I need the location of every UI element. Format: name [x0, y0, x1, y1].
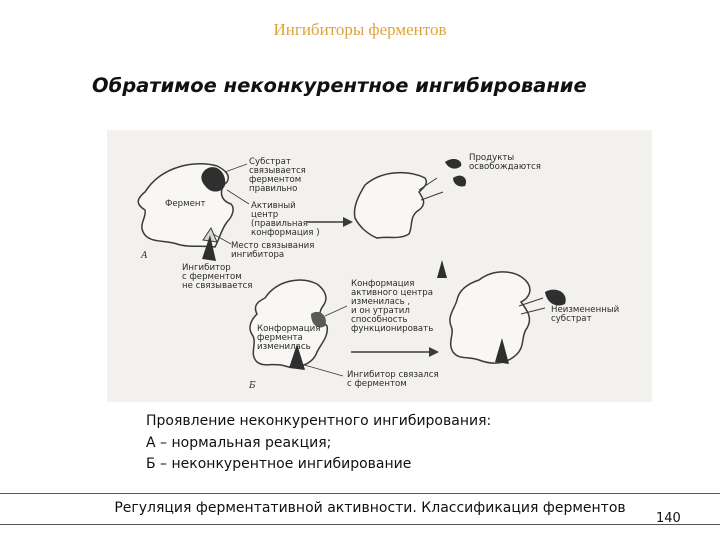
substrate-shape-a1 — [201, 167, 226, 192]
label-active-site: Активный центр (правильная конформация ) — [251, 201, 320, 238]
section-header: Ингибиторы ферментов — [273, 20, 447, 39]
unchanged-substrate-shape — [545, 289, 566, 306]
footer-rule-top — [0, 493, 720, 494]
page-number: 140 — [656, 511, 681, 526]
inhibition-diagram: Фермент Субстрат связывается ферментом п… — [137, 153, 622, 391]
inhibitor-free-a — [202, 235, 216, 261]
label-products: Продукты освобождаются — [469, 153, 541, 172]
product-piece-1 — [445, 159, 462, 169]
caption-line-1: Проявление неконкурентного ингибирования… — [146, 413, 492, 429]
enzyme-shape-b2 — [449, 271, 531, 364]
inhibition-figure: Фермент Субстрат связывается ферментом п… — [107, 130, 652, 402]
label-active-site-changed: Конформация активного центра изменилась … — [351, 279, 436, 334]
enzyme-shape-a2 — [353, 171, 428, 239]
panel-letter-a: А — [140, 251, 148, 261]
figure-caption: Проявление неконкурентного ингибирования… — [146, 411, 491, 476]
footer-title: Регуляция ферментативной активности. Кла… — [114, 500, 626, 516]
arrow-head-b — [429, 347, 439, 357]
slide-title: Обратимое неконкурентное ингибирование — [92, 74, 587, 97]
label-enzyme: Фермент — [165, 199, 206, 209]
label-inhibitor-site: Место связывания ингибитора — [231, 241, 317, 260]
arrow-head-a — [343, 217, 353, 227]
footer-rule-bottom — [0, 524, 720, 525]
label-inhibitor-free: Ингибитор с ферментом не связывается — [182, 263, 252, 291]
active-site-changed-b1 — [311, 311, 326, 328]
label-conformation-changed: Конформация фермента изменилась — [257, 324, 323, 352]
label-unchanged-substrate: Неизмененный субстрат — [551, 305, 622, 324]
inhibitor-free-a2 — [437, 260, 447, 278]
caption-line-2: А – нормальная реакция; — [146, 434, 332, 451]
panel-letter-b: Б — [248, 381, 256, 391]
inhibitor-bound-b1 — [289, 344, 305, 370]
label-substrate-note: Субстрат связывается ферментом правильно — [249, 157, 309, 194]
inhibitor-bound-b2 — [495, 338, 509, 364]
label-inhibitor-bound: Ингибитор связался с ферментом — [347, 370, 441, 389]
product-piece-2 — [453, 175, 467, 187]
caption-line-3: Б – неконкурентное ингибирование — [146, 456, 412, 472]
